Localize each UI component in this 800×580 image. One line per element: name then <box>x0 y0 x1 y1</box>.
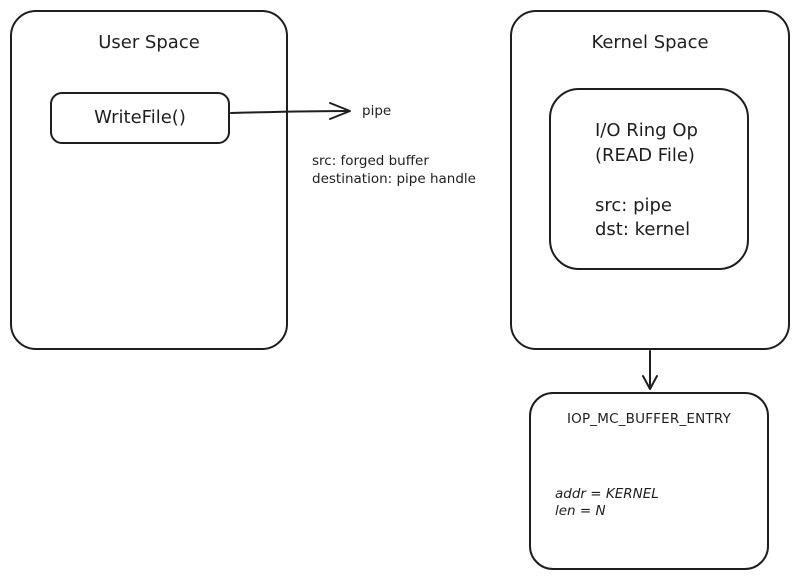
pipe-arrow-note-src: src: forged buffer <box>312 153 429 169</box>
buffer-entry-title: IOP_MC_BUFFER_ENTRY <box>566 411 732 427</box>
buffer-entry-box[interactable] <box>529 392 769 570</box>
buffer-entry-len: len = N <box>555 503 606 519</box>
writefile-label: WriteFile() <box>94 107 186 128</box>
io-ring-op-src: src: pipe <box>595 195 672 216</box>
io-ring-op-line1: I/O Ring Op <box>595 120 698 141</box>
pipe-arrow-note-dst: destination: pipe handle <box>312 171 476 187</box>
kernel-space-title: Kernel Space <box>591 32 709 53</box>
io-ring-op-dst: dst: kernel <box>595 219 691 240</box>
io-ring-op-line2: (READ File) <box>595 145 695 166</box>
writefile-node[interactable] <box>50 92 230 144</box>
user-space-box <box>10 10 288 350</box>
pipe-label: pipe <box>362 103 392 119</box>
writefile-to-pipe-arrow <box>230 110 350 114</box>
user-space-title: User Space <box>98 32 200 53</box>
io-ring-op-node[interactable] <box>549 88 749 270</box>
buffer-entry-addr: addr = KERNEL <box>555 486 659 502</box>
writefile-to-pipe-arrowhead <box>329 102 351 120</box>
kernel-to-buffer-entry-arrowhead <box>642 375 658 390</box>
